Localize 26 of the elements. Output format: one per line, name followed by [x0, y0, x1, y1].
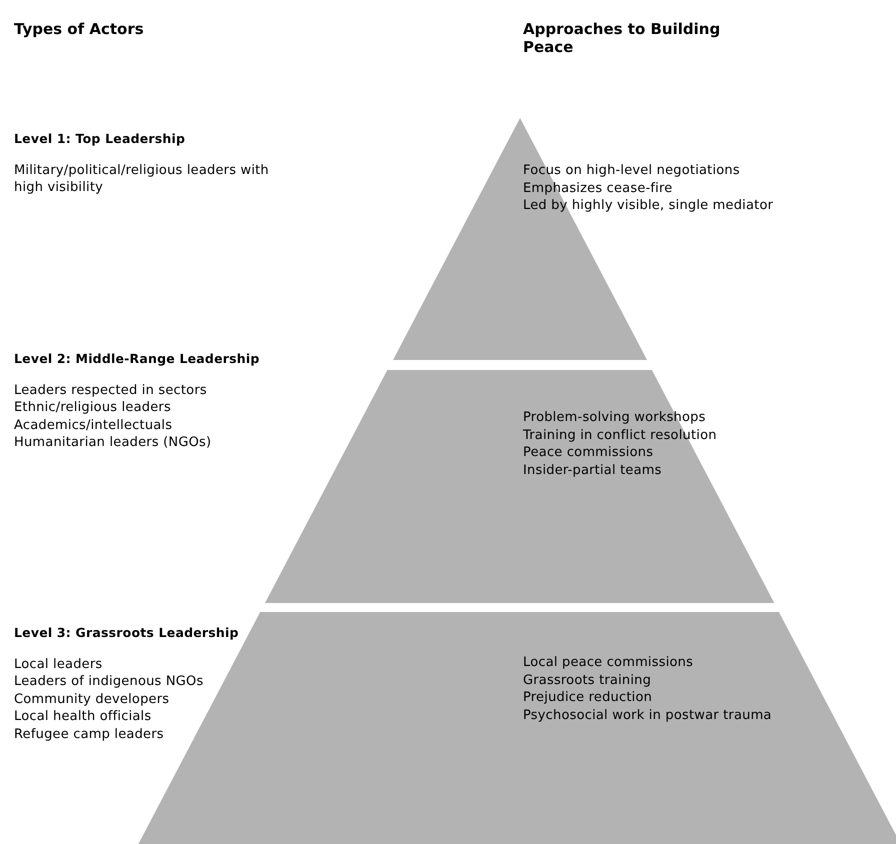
approach-item: Peace commissions: [523, 444, 654, 462]
approach-item: Led by highly visible, single mediator: [522, 197, 774, 214]
approach-item: Training in conflict resolution: [523, 426, 718, 444]
approach-item: Problem-solving workshops: [523, 409, 707, 426]
actor-item: Community developers: [14, 690, 170, 708]
approach-item: Prejudice reduction: [522, 689, 654, 706]
actor-item: Refugee camp leaders: [14, 726, 165, 743]
approach-item: Emphasizes cease-fire: [522, 180, 674, 197]
actor-item: Local health officials: [14, 708, 152, 726]
actor-item: Academics/intellectuals: [14, 416, 174, 434]
approach-item: Insider-partial teams: [523, 462, 663, 479]
approach-item: Grassroots training: [522, 672, 652, 689]
column-heading: Approaches to Building Peace: [523, 20, 722, 56]
approach-item: Psychosocial work in postwar trauma: [522, 706, 773, 724]
approach-item: Local peace commissions: [522, 654, 694, 672]
level-heading: Level 1: Top Leadership: [14, 130, 186, 148]
actor-item: Ethnic/religious leaders: [14, 399, 172, 416]
approach-item: Focus on high-level negotiations: [522, 162, 741, 180]
actor-item: Military/political/religious leaders with high visibility: [14, 162, 270, 196]
level-heading: Level 2: Middle-Range Leadership: [14, 350, 260, 368]
actor-item: Leaders respected in sectors: [14, 382, 208, 399]
actor-item: Local leaders: [14, 656, 104, 673]
level-heading: Level 3: Grassroots Leadership: [14, 624, 239, 642]
actor-item: Humanitarian leaders (NGOs): [14, 434, 212, 452]
column-heading: Types of Actors: [14, 20, 145, 38]
actor-item: Leaders of indigenous NGOs: [14, 673, 204, 690]
